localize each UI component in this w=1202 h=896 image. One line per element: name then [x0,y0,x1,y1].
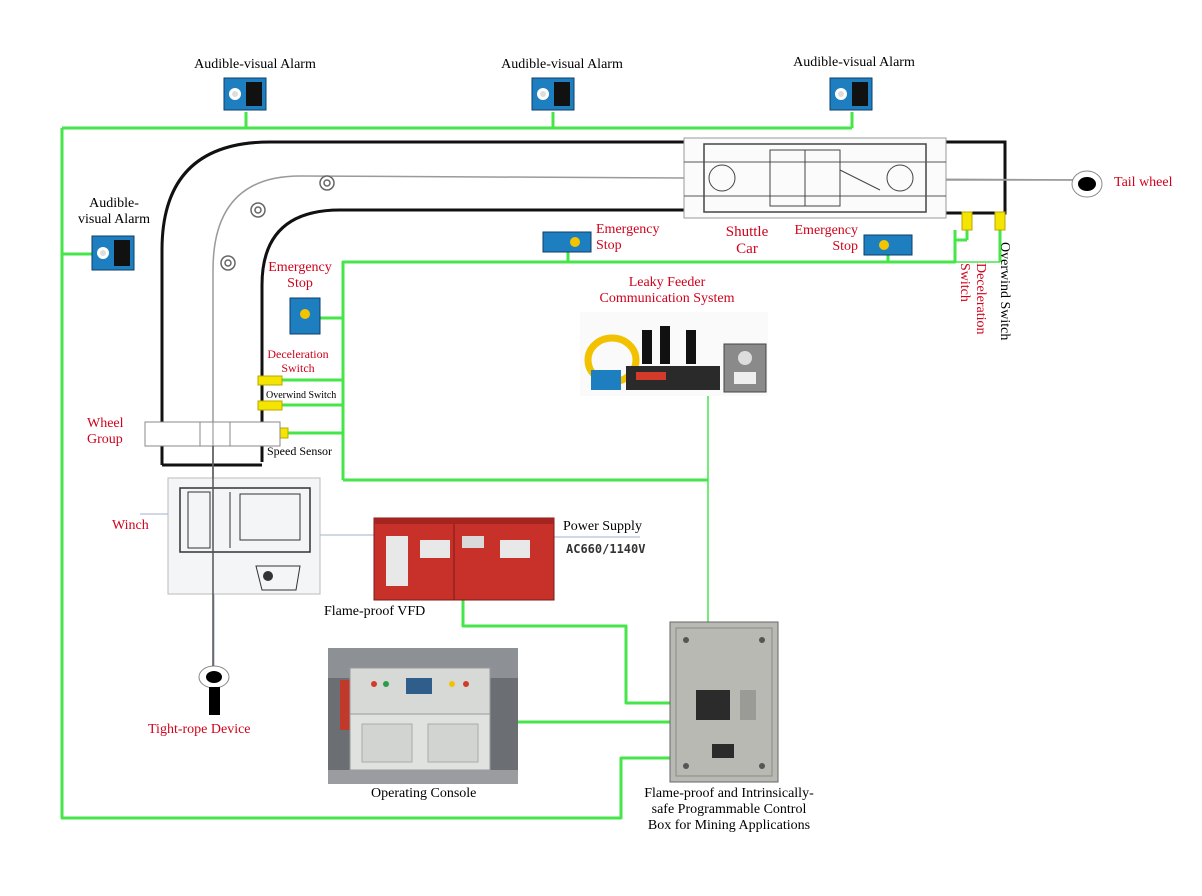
estop-label-top-a: Emergency Stop [596,222,660,254]
estop-label-top-b-line1: Emergency [794,223,859,238]
vfd-cabinet [373,517,555,601]
overwind-switch-label-left: Overwind Switch [266,390,337,401]
control-box-label-line1: Flame-proof and Intrinsically- [644,786,814,801]
power-supply-label: Power Supply [563,519,642,534]
estop-label-left-line1: Emergency [268,260,332,275]
green-wiring [60,112,1002,820]
inner-rope-guide [212,175,1086,500]
shuttle-car-label-line1: Shuttle [725,224,769,240]
decel-switch-label-left-line2: Switch [281,360,315,375]
tight-rope-label: Tight-rope Device [148,722,251,737]
estop-label-left: Emergency Stop [262,260,338,292]
alarm-label-3: Audible-visual Alarm [793,55,915,70]
estop-label-top-a-line1: Emergency [596,222,660,237]
decel-switch-label-right: Deceleration Switch [956,263,988,335]
alarm-label-2: Audible-visual Alarm [501,57,623,72]
winch-drawing [167,477,321,595]
leaky-feeder-label: Leaky Feeder Communication System [584,275,750,307]
emergency-stop-icon-left [289,297,321,335]
control-box-cabinet [669,621,779,783]
alarm-label-1: Audible-visual Alarm [194,57,316,72]
pulleys [220,175,335,271]
alarm-icon-left [91,235,135,271]
operating-console-photo [328,648,518,784]
leaky-feeder-equipment [580,312,768,396]
tight-rope-device-icon [198,665,230,715]
track [160,140,1007,467]
shuttle-car-label-line2: Car [736,241,758,258]
leaky-feeder-label-line1: Leaky Feeder [628,275,706,290]
control-box-label: Flame-proof and Intrinsically- safe Prog… [624,786,834,834]
wheel-group-label-line1: Wheel [87,416,124,431]
alarm-label-left-line1: Audible- [89,196,139,211]
estop-label-top-b: Emergency Stop [788,223,859,255]
emergency-stop-icon-top-b [863,234,913,256]
overwind-switch-label-right: Overwind Switch [997,242,1013,341]
winch-label: Winch [112,518,149,533]
vfd-label: Flame-proof VFD [324,604,426,619]
decel-switch-label-left-line1: Deceleration [267,347,329,361]
decel-switch-label-right-line2: Switch [957,263,973,302]
wheel-group-drawing [144,421,281,447]
control-box-label-line3: Box for Mining Applications [647,818,811,834]
estop-label-top-a-line2: Stop [596,238,622,254]
alarm-label-left: Audible- visual Alarm [62,196,166,228]
decel-switch-label-right-line1: Deceleration [973,263,989,335]
emergency-stop-icon-top-a [542,231,592,253]
switches [257,211,1006,439]
estop-label-top-b-line2: Stop [832,239,858,255]
alarm-icon-1 [223,77,267,111]
tail-wheel-icon [946,170,1103,198]
shuttle-car-drawing [683,137,947,219]
power-voltage-label: AC660/1140V [566,542,646,556]
tail-wheel-label: Tail wheel [1114,175,1173,190]
alarm-icon-3 [829,77,873,111]
leaky-feeder-label-line2: Communication System [599,291,735,307]
speed-sensor-label: Speed Sensor [267,444,332,458]
wheel-group-label: Wheel Group [87,416,124,448]
decel-switch-label-left: Deceleration Switch [260,347,336,376]
alarm-icon-2 [531,77,575,111]
estop-label-left-line2: Stop [287,276,313,292]
control-box-label-line2: safe Programmable Control [651,802,807,818]
alarm-label-left-line2: visual Alarm [78,212,150,228]
wheel-group-label-line2: Group [87,432,123,448]
shuttle-car-label: Shuttle Car [712,224,782,259]
operating-console-label: Operating Console [371,786,477,801]
